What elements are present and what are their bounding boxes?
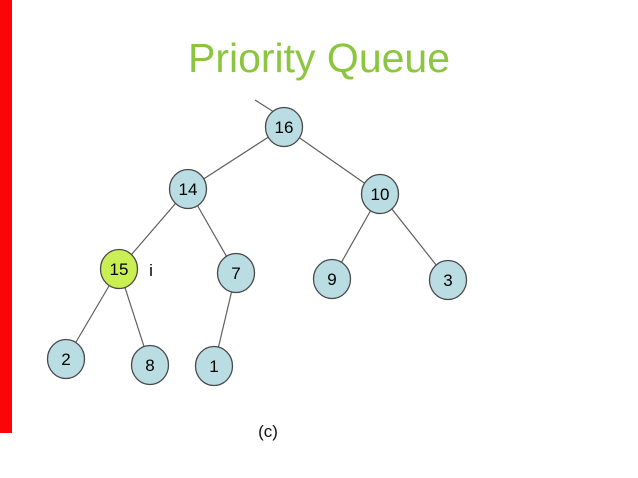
tree-edge-16-10 [283,126,381,195]
tree-node-9 [312,258,352,300]
tree-node-16 [264,106,304,148]
node-label-8: 8 [145,356,154,375]
tree-node-14 [168,168,208,210]
node-label-3: 3 [443,271,452,290]
figure-caption: (c) [258,422,278,441]
tree-node-1 [194,345,234,387]
tree-node-15 [99,248,139,290]
tree-node-7 [216,252,256,294]
tree-node-10 [360,173,400,215]
tree-node-3 [428,259,468,301]
slide-accent-bar [0,0,12,433]
node-label-7: 7 [231,264,240,283]
tree-node-2 [46,338,86,380]
node-label-15: 15 [110,260,129,279]
node-label-10: 10 [371,185,390,204]
node-label-1: 1 [209,357,218,376]
node-label-2: 2 [61,350,70,369]
slide-title: Priority Queue [187,35,451,81]
tree-node-8 [130,344,170,386]
node-label-14: 14 [179,180,198,199]
index-annotation-i: i [149,261,153,280]
node-label-9: 9 [327,270,336,289]
node-label-16: 16 [275,118,294,137]
